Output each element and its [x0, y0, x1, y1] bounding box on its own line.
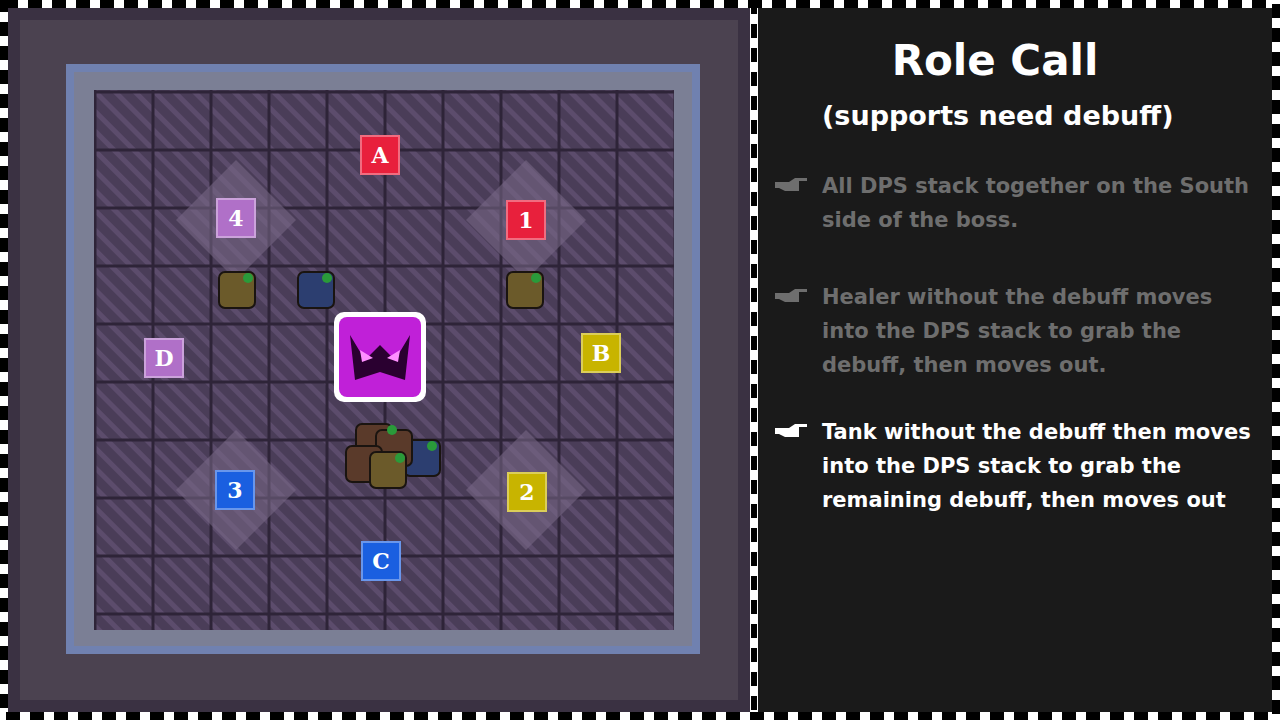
- waymark: 1: [506, 200, 546, 240]
- waymark-letter: D: [154, 347, 173, 369]
- waymark: C: [361, 541, 401, 581]
- waymark-letter: B: [592, 342, 611, 364]
- waymark-letter: 4: [228, 207, 243, 229]
- step-text: Healer without the debuff moves into the…: [822, 280, 1258, 382]
- subtitle: (supports need debuff): [822, 100, 1262, 131]
- waymark-letter: 3: [227, 479, 242, 501]
- slide-title: Role Call: [790, 36, 1200, 85]
- waymark: D: [144, 338, 184, 378]
- waymark: A: [360, 135, 400, 175]
- waymark-letter: 1: [518, 209, 533, 231]
- boss-icon: [334, 312, 426, 402]
- waymark-letter: A: [371, 144, 388, 166]
- step-text: Tank without the debuff then moves into …: [822, 415, 1258, 517]
- player-icons: [219, 272, 543, 488]
- waymark: 4: [216, 198, 256, 238]
- step-text: All DPS stack together on the South side…: [822, 169, 1258, 237]
- waymark: 2: [507, 472, 547, 512]
- debuff-marks: [243, 273, 541, 463]
- waymark: B: [581, 333, 621, 373]
- waymark: 3: [215, 470, 255, 510]
- waymark-letter: 2: [519, 481, 534, 503]
- hand-icons: [775, 178, 807, 437]
- waymark-letter: C: [372, 550, 390, 572]
